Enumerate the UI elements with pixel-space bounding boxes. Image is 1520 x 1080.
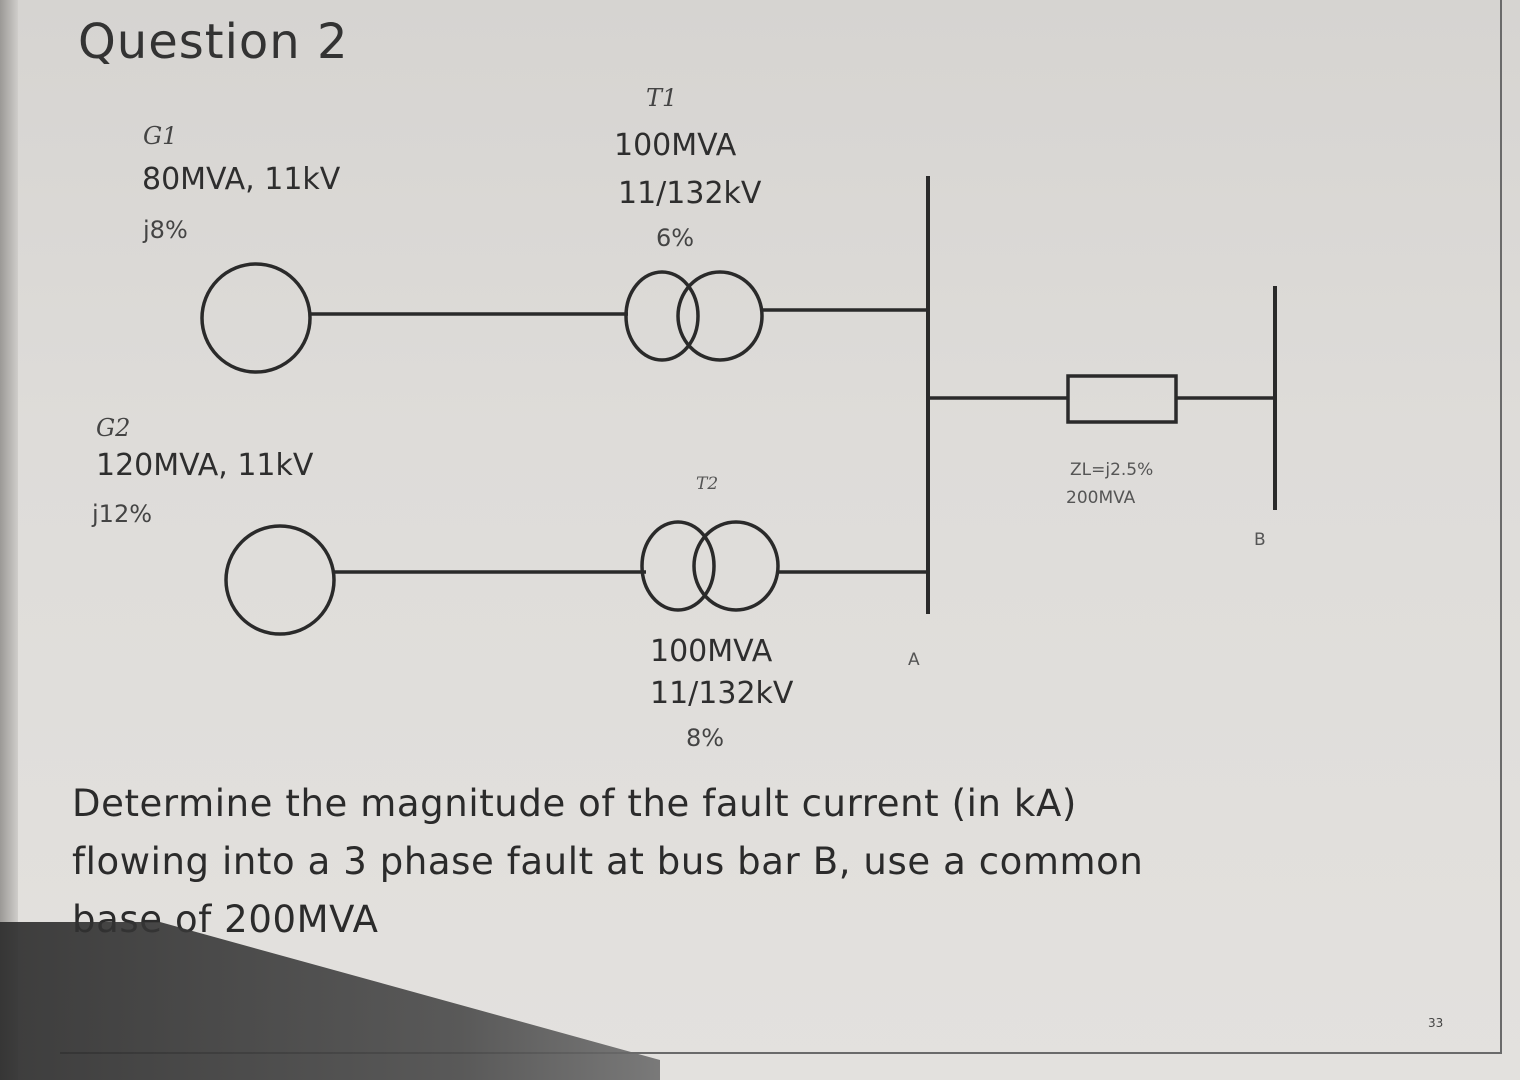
g1-name: G1	[143, 122, 178, 150]
g2-rating: 120MVA, 11kV	[96, 448, 314, 483]
page-edge-shadow	[0, 0, 18, 1080]
question-line-1: Determine the magnitude of the fault cur…	[72, 782, 1077, 825]
t2-voltage: 11/132kV	[650, 676, 794, 711]
t1-name: T1	[646, 84, 678, 112]
question-title: Question 2	[78, 14, 349, 70]
slide-frame	[60, 0, 1502, 1054]
line-rating: 200MVA	[1066, 488, 1136, 508]
g1-generator-symbol	[200, 262, 312, 374]
t2-reactance: 8%	[686, 724, 725, 752]
bus-b-label: B	[1254, 530, 1266, 550]
t1-secondary-winding	[676, 270, 764, 362]
t2-secondary-winding	[692, 520, 780, 612]
g1-reactance: j8%	[143, 216, 188, 244]
t1-reactance: 6%	[656, 224, 695, 252]
t1-voltage: 11/132kV	[618, 176, 762, 211]
t2-name: T2	[696, 474, 719, 494]
t1-primary-winding	[624, 270, 700, 362]
t2-primary-winding	[640, 520, 716, 612]
t1-rating: 100MVA	[614, 128, 737, 163]
g2-reactance: j12%	[92, 500, 153, 528]
line-impedance: ZL=j2.5%	[1070, 460, 1154, 480]
question-line-2: flowing into a 3 phase fault at bus bar …	[72, 840, 1144, 883]
g1-rating: 80MVA, 11kV	[142, 162, 341, 197]
g2-name: G2	[96, 414, 131, 442]
page-number: 33	[1428, 1016, 1444, 1030]
bus-a-label: A	[908, 650, 920, 670]
g2-generator-symbol	[224, 524, 336, 636]
t2-rating: 100MVA	[650, 634, 773, 669]
